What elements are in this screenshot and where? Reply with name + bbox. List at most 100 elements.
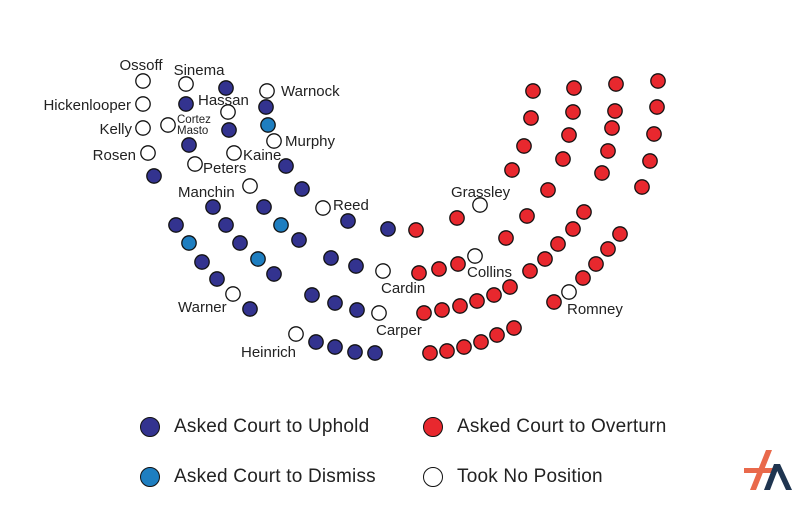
seat-overturn <box>439 343 455 359</box>
seat-dismiss <box>250 251 266 267</box>
seat-overturn <box>450 256 466 272</box>
label-cardin: Cardin <box>381 280 425 297</box>
seat-uphold <box>258 99 274 115</box>
seat-no-position <box>226 145 242 161</box>
label-hassan: Hassan <box>198 92 249 109</box>
seat-overturn <box>504 162 520 178</box>
label-romney: Romney <box>567 301 623 318</box>
seat-overturn <box>519 208 535 224</box>
seat-overturn <box>565 104 581 120</box>
legend-overturn-swatch <box>423 417 443 437</box>
legend-overturn-label: Asked Court to Overturn <box>457 416 667 437</box>
legend-none-swatch <box>423 467 443 487</box>
seat-no-position <box>288 326 304 342</box>
seat-overturn <box>473 334 489 350</box>
seat-no-position <box>371 305 387 321</box>
legend-uphold: Asked Court to Uphold <box>140 416 369 438</box>
seat-uphold <box>367 345 383 361</box>
seat-overturn <box>561 127 577 143</box>
label-hickenlooper: Hickenlooper <box>43 97 131 114</box>
seat-overturn <box>650 73 666 89</box>
seat-uphold <box>221 122 237 138</box>
seat-uphold <box>266 266 282 282</box>
label-kelly: Kelly <box>99 121 132 138</box>
seat-uphold <box>178 96 194 112</box>
seat-uphold <box>327 295 343 311</box>
label-sinema: Sinema <box>174 62 226 79</box>
seat-uphold <box>218 80 234 96</box>
seat-overturn <box>576 204 592 220</box>
seat-overturn <box>604 120 620 136</box>
label-peters: Peters <box>203 160 246 177</box>
seat-overturn <box>449 210 465 226</box>
seat-uphold <box>168 217 184 233</box>
seat-overturn <box>506 320 522 336</box>
seat-overturn <box>486 287 502 303</box>
seat-overturn <box>634 179 650 195</box>
seat-overturn <box>498 230 514 246</box>
seat-no-position <box>220 104 236 120</box>
seat-overturn <box>408 222 424 238</box>
seat-no-position <box>140 145 156 161</box>
seat-overturn <box>555 151 571 167</box>
seat-uphold <box>380 221 396 237</box>
seat-overturn <box>607 103 623 119</box>
seat-overturn <box>489 327 505 343</box>
seat-overturn <box>523 110 539 126</box>
seat-overturn <box>452 298 468 314</box>
seat-overturn <box>422 345 438 361</box>
seat-no-position <box>135 120 151 136</box>
seat-overturn <box>502 279 518 295</box>
seat-no-position <box>160 117 176 133</box>
seat-uphold <box>340 213 356 229</box>
legend-dismiss: Asked Court to Dismiss <box>140 466 376 488</box>
label-carper: Carper <box>376 322 422 339</box>
label-cortez: Cortez <box>177 114 211 126</box>
legend-uphold-swatch <box>140 417 160 437</box>
seat-overturn <box>575 270 591 286</box>
seat-overturn <box>434 302 450 318</box>
seat-uphold <box>256 199 272 215</box>
seat-overturn <box>646 126 662 142</box>
seat-overturn <box>525 83 541 99</box>
seat-overturn <box>588 256 604 272</box>
label-masto: Masto <box>177 125 208 137</box>
label-reed: Reed <box>333 197 369 214</box>
label-rosen: Rosen <box>93 147 136 164</box>
seat-no-position <box>266 133 282 149</box>
seat-overturn <box>550 236 566 252</box>
seat-uphold <box>146 168 162 184</box>
seat-overturn <box>594 165 610 181</box>
seat-overturn <box>612 226 628 242</box>
seat-uphold <box>304 287 320 303</box>
seat-overturn <box>469 293 485 309</box>
seat-dismiss <box>181 235 197 251</box>
seat-no-position <box>467 248 483 264</box>
seat-overturn <box>522 263 538 279</box>
seat-overturn <box>431 261 447 277</box>
seat-overturn <box>600 241 616 257</box>
seat-uphold <box>327 339 343 355</box>
seat-uphold <box>349 302 365 318</box>
legend-overturn: Asked Court to Overturn <box>423 416 666 438</box>
seat-overturn <box>411 265 427 281</box>
legend-dismiss-swatch <box>140 467 160 487</box>
seat-overturn <box>516 138 532 154</box>
seat-no-position <box>225 286 241 302</box>
seat-uphold <box>348 258 364 274</box>
legend-none-label: Took No Position <box>457 466 603 487</box>
seat-overturn <box>642 153 658 169</box>
seat-overturn <box>537 251 553 267</box>
label-manchin: Manchin <box>178 184 235 201</box>
seat-uphold <box>347 344 363 360</box>
seat-overturn <box>566 80 582 96</box>
seat-no-position <box>135 73 151 89</box>
seat-uphold <box>205 199 221 215</box>
seat-no-position <box>135 96 151 112</box>
seat-uphold <box>232 235 248 251</box>
seat-no-position <box>315 200 331 216</box>
seat-overturn <box>600 143 616 159</box>
seat-dismiss <box>260 117 276 133</box>
label-grassley: Grassley <box>451 184 511 201</box>
